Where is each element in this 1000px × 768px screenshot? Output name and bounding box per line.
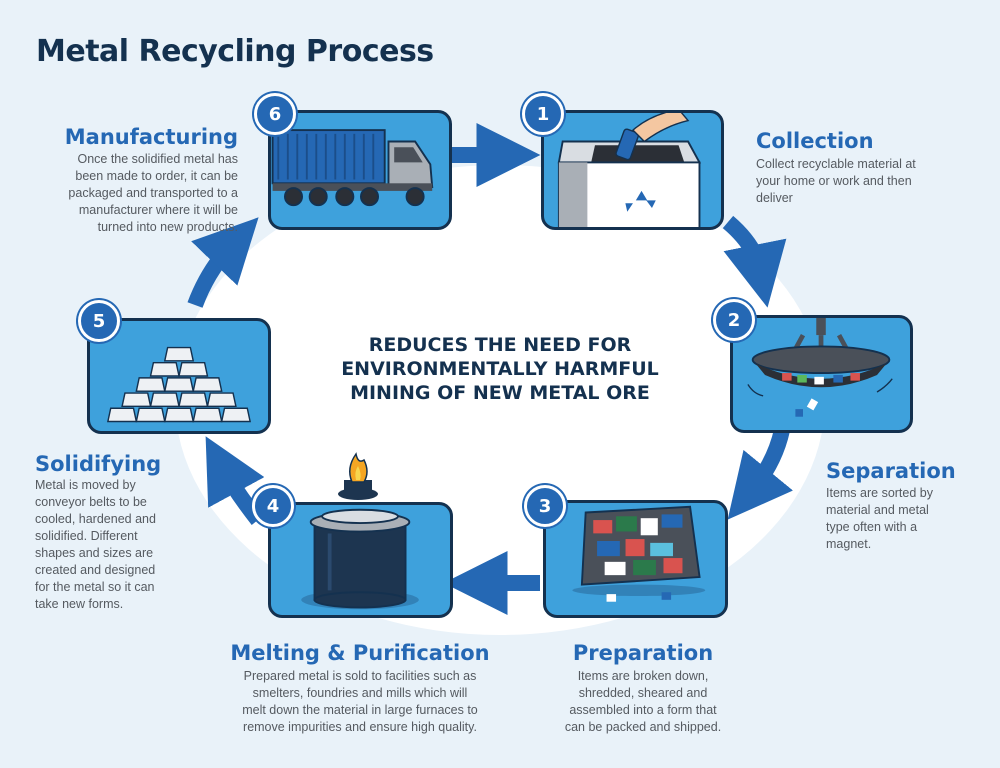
description-line: type often with a: [826, 520, 918, 534]
ingot: [135, 407, 166, 423]
truck-icon: [271, 129, 434, 207]
magnet-icon: [747, 318, 893, 417]
ingot: [149, 362, 180, 377]
ingot: [192, 407, 223, 423]
step-2-title: Separation: [826, 459, 956, 483]
description-line: material and metal: [826, 503, 929, 517]
step-1-description: Collect recyclable material at your home…: [756, 156, 956, 207]
description-line: cooled, hardened and: [35, 512, 156, 526]
step-2-card: [730, 315, 913, 433]
ingot: [163, 377, 195, 392]
description-line: been made to order, it can be: [75, 169, 238, 183]
description-line: take new forms.: [35, 597, 124, 611]
step-2-number: 2: [713, 299, 755, 341]
description-line: solidified. Different: [35, 529, 138, 543]
step-3-title: Preparation: [572, 641, 714, 665]
ingot: [149, 392, 180, 408]
arrow-2-to-3: [727, 428, 793, 520]
description-line: for the metal so it can: [35, 580, 155, 594]
ingot: [206, 392, 237, 408]
recycle-bin-icon: [557, 113, 702, 227]
furnace-icon: [301, 508, 419, 610]
description-line: magnet.: [826, 537, 872, 551]
description-line: Items are sorted by: [826, 486, 933, 500]
step-6-title: Manufacturing: [64, 125, 238, 149]
center-message-line: REDUCES THE NEED FOR: [368, 334, 632, 356]
description-line: packaged and transported to a: [68, 186, 238, 200]
step-3-card: [543, 500, 728, 618]
step-3-description: Items are broken down, shredded, sheared…: [543, 668, 743, 736]
metal-ingots-icon: [106, 346, 252, 423]
ingot: [163, 346, 195, 362]
description-line: Metal is moved by: [35, 478, 136, 492]
step-1-card: [541, 110, 724, 230]
step-4-description: Prepared metal is sold to facilities suc…: [210, 668, 510, 736]
step-4-title: Melting & Purification: [230, 641, 490, 665]
ingot: [220, 407, 252, 423]
step-5-card: [87, 318, 271, 434]
ingot: [106, 407, 138, 423]
step-1-title: Collection: [756, 129, 874, 153]
step-6-number: 6: [254, 93, 296, 135]
description-line: smelters, foundries and mills which will: [252, 686, 468, 700]
description-line: Collect recyclable material at: [756, 157, 916, 171]
description-line: shapes and sizes are: [35, 546, 154, 560]
furnace-flame-icon: [338, 452, 378, 500]
step-5-title: Solidifying: [35, 452, 162, 476]
description-line: Items are broken down,: [577, 669, 709, 683]
step-5-number: 5: [78, 300, 120, 342]
center-message-line: MINING OF NEW METAL ORE: [350, 382, 650, 404]
ingot: [178, 392, 209, 408]
description-line: deliver: [756, 191, 793, 205]
arrow-1-to-2: [722, 215, 787, 308]
crushed-cube-icon: [572, 505, 706, 602]
arrow-5-to-6: [187, 217, 259, 308]
page-title: Metal Recycling Process: [36, 34, 434, 69]
description-line: Once the solidified metal has: [77, 152, 238, 166]
ingot: [121, 392, 152, 408]
step-3-number: 3: [524, 485, 566, 527]
center-message-line: ENVIRONMENTALLY HARMFUL: [341, 358, 659, 380]
description-line: your home or work and then: [756, 174, 912, 188]
step-6-card: [268, 110, 452, 230]
center-message: REDUCES THE NEED FOR ENVIRONMENTALLY HAR…: [300, 333, 700, 405]
step-5-description: Metal is moved by conveyor belts to be c…: [35, 477, 195, 613]
step-6-description: Once the solidified metal has been made …: [20, 151, 238, 236]
step-4-number: 4: [252, 485, 294, 527]
ingot: [178, 362, 209, 377]
ingot: [135, 377, 166, 392]
description-line: shredded, sheared and: [578, 686, 708, 700]
step-1-number: 1: [522, 93, 564, 135]
description-line: Prepared metal is sold to facilities suc…: [243, 669, 477, 683]
description-line: turned into new products.: [97, 220, 238, 234]
ingot: [163, 407, 195, 423]
description-line: manufacturer where it will be: [78, 203, 238, 217]
ingot: [192, 377, 223, 392]
description-line: conveyor belts to be: [35, 495, 147, 509]
description-line: can be packed and shipped.: [564, 720, 722, 734]
step-4-card: [268, 502, 453, 618]
description-line: created and designed: [35, 563, 156, 577]
description-line: assembled into a form that: [569, 703, 717, 717]
description-line: remove impurities and ensure high qualit…: [243, 720, 477, 734]
step-2-description: Items are sorted by material and metal t…: [826, 485, 986, 553]
description-line: melt down the material in large furnaces…: [242, 703, 478, 717]
